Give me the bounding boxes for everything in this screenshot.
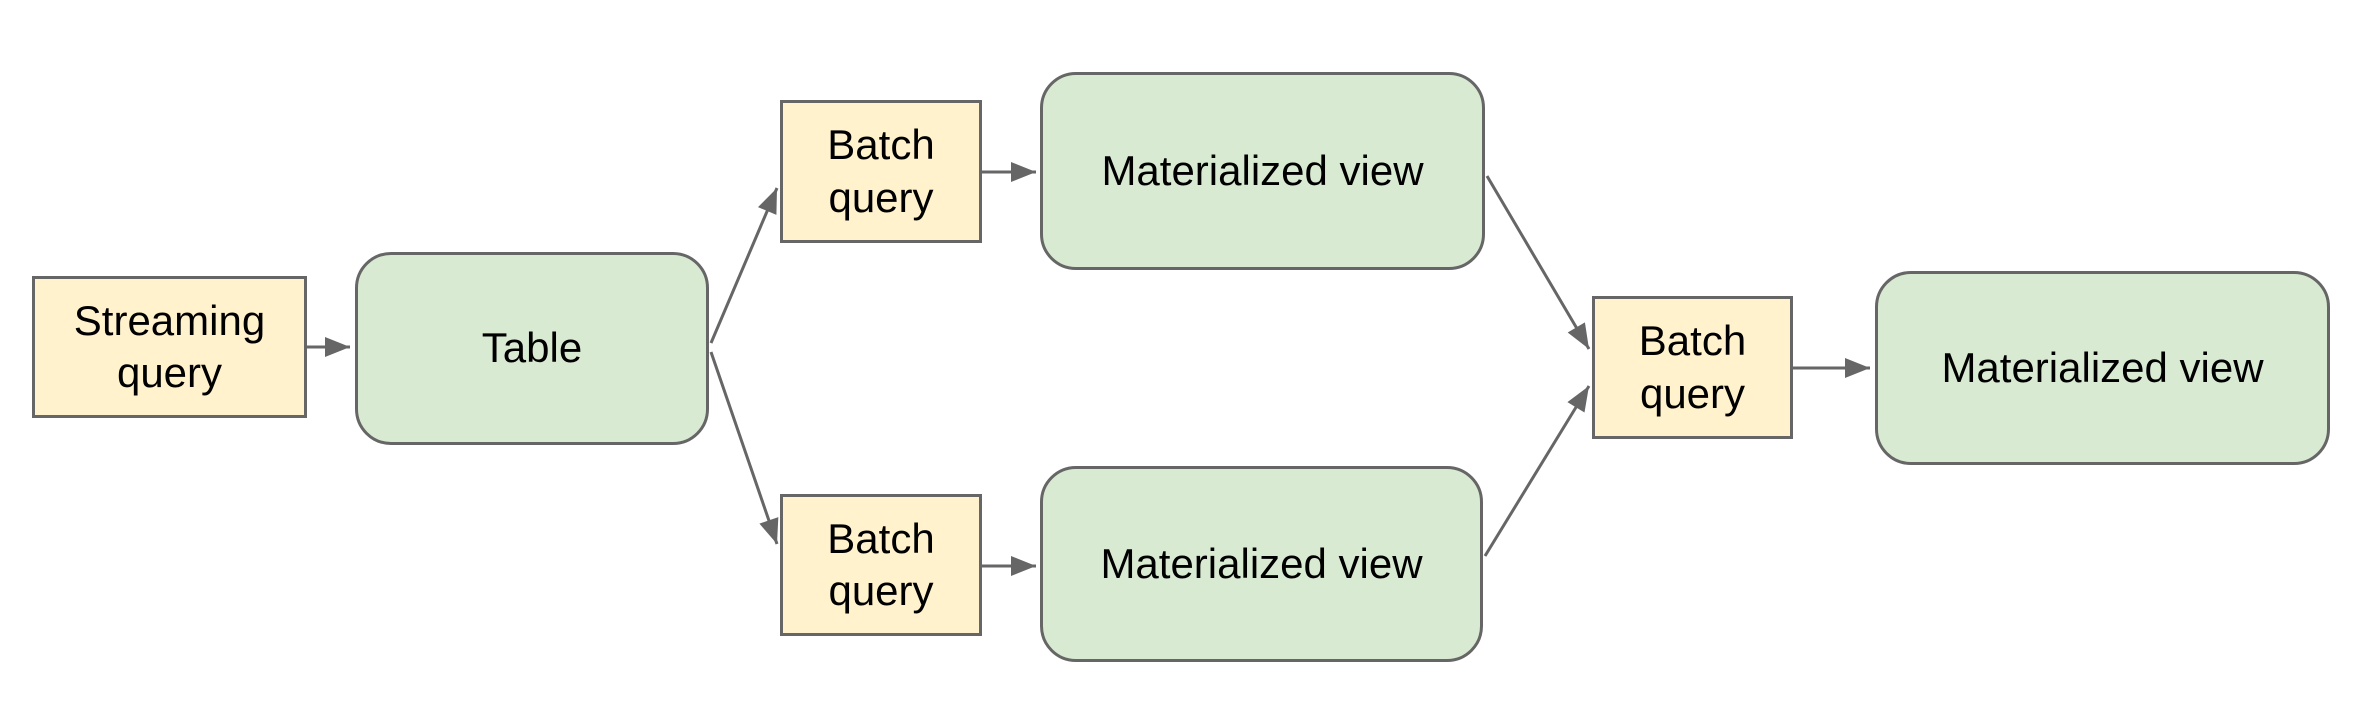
- node-label: Batch query: [1638, 317, 1747, 417]
- node-materialized-view-top: Materialized view: [1040, 72, 1485, 270]
- node-table: Table: [355, 252, 709, 445]
- node-batch-query-bottom: Batch query: [780, 494, 982, 636]
- node-materialized-view-bottom: Materialized view: [1040, 466, 1483, 662]
- node-label: Batch query: [827, 514, 935, 615]
- node-label: Streaming query: [73, 296, 266, 397]
- node-batch-query-top: Batch query: [780, 100, 982, 243]
- edge-materialized-view-bottom-to-batch-query-center: [1483, 385, 1591, 557]
- node-label: Materialized view: [1941, 343, 2264, 391]
- node-label: Table: [481, 324, 583, 372]
- edge-materialized-view-top-to-batch-query-center: [1485, 175, 1591, 350]
- node-materialized-view-final: Materialized view: [1875, 271, 2330, 465]
- edge-table-to-batch-query-top: [709, 187, 779, 344]
- node-label: Materialized view: [1100, 539, 1423, 587]
- node-batch-query-center: Batch query: [1592, 296, 1793, 439]
- node-label: Batch query: [827, 121, 935, 221]
- node-label: Materialized view: [1101, 146, 1424, 194]
- node-streaming-query: Streaming query: [32, 276, 307, 418]
- edge-table-to-batch-query-bottom: [709, 351, 779, 545]
